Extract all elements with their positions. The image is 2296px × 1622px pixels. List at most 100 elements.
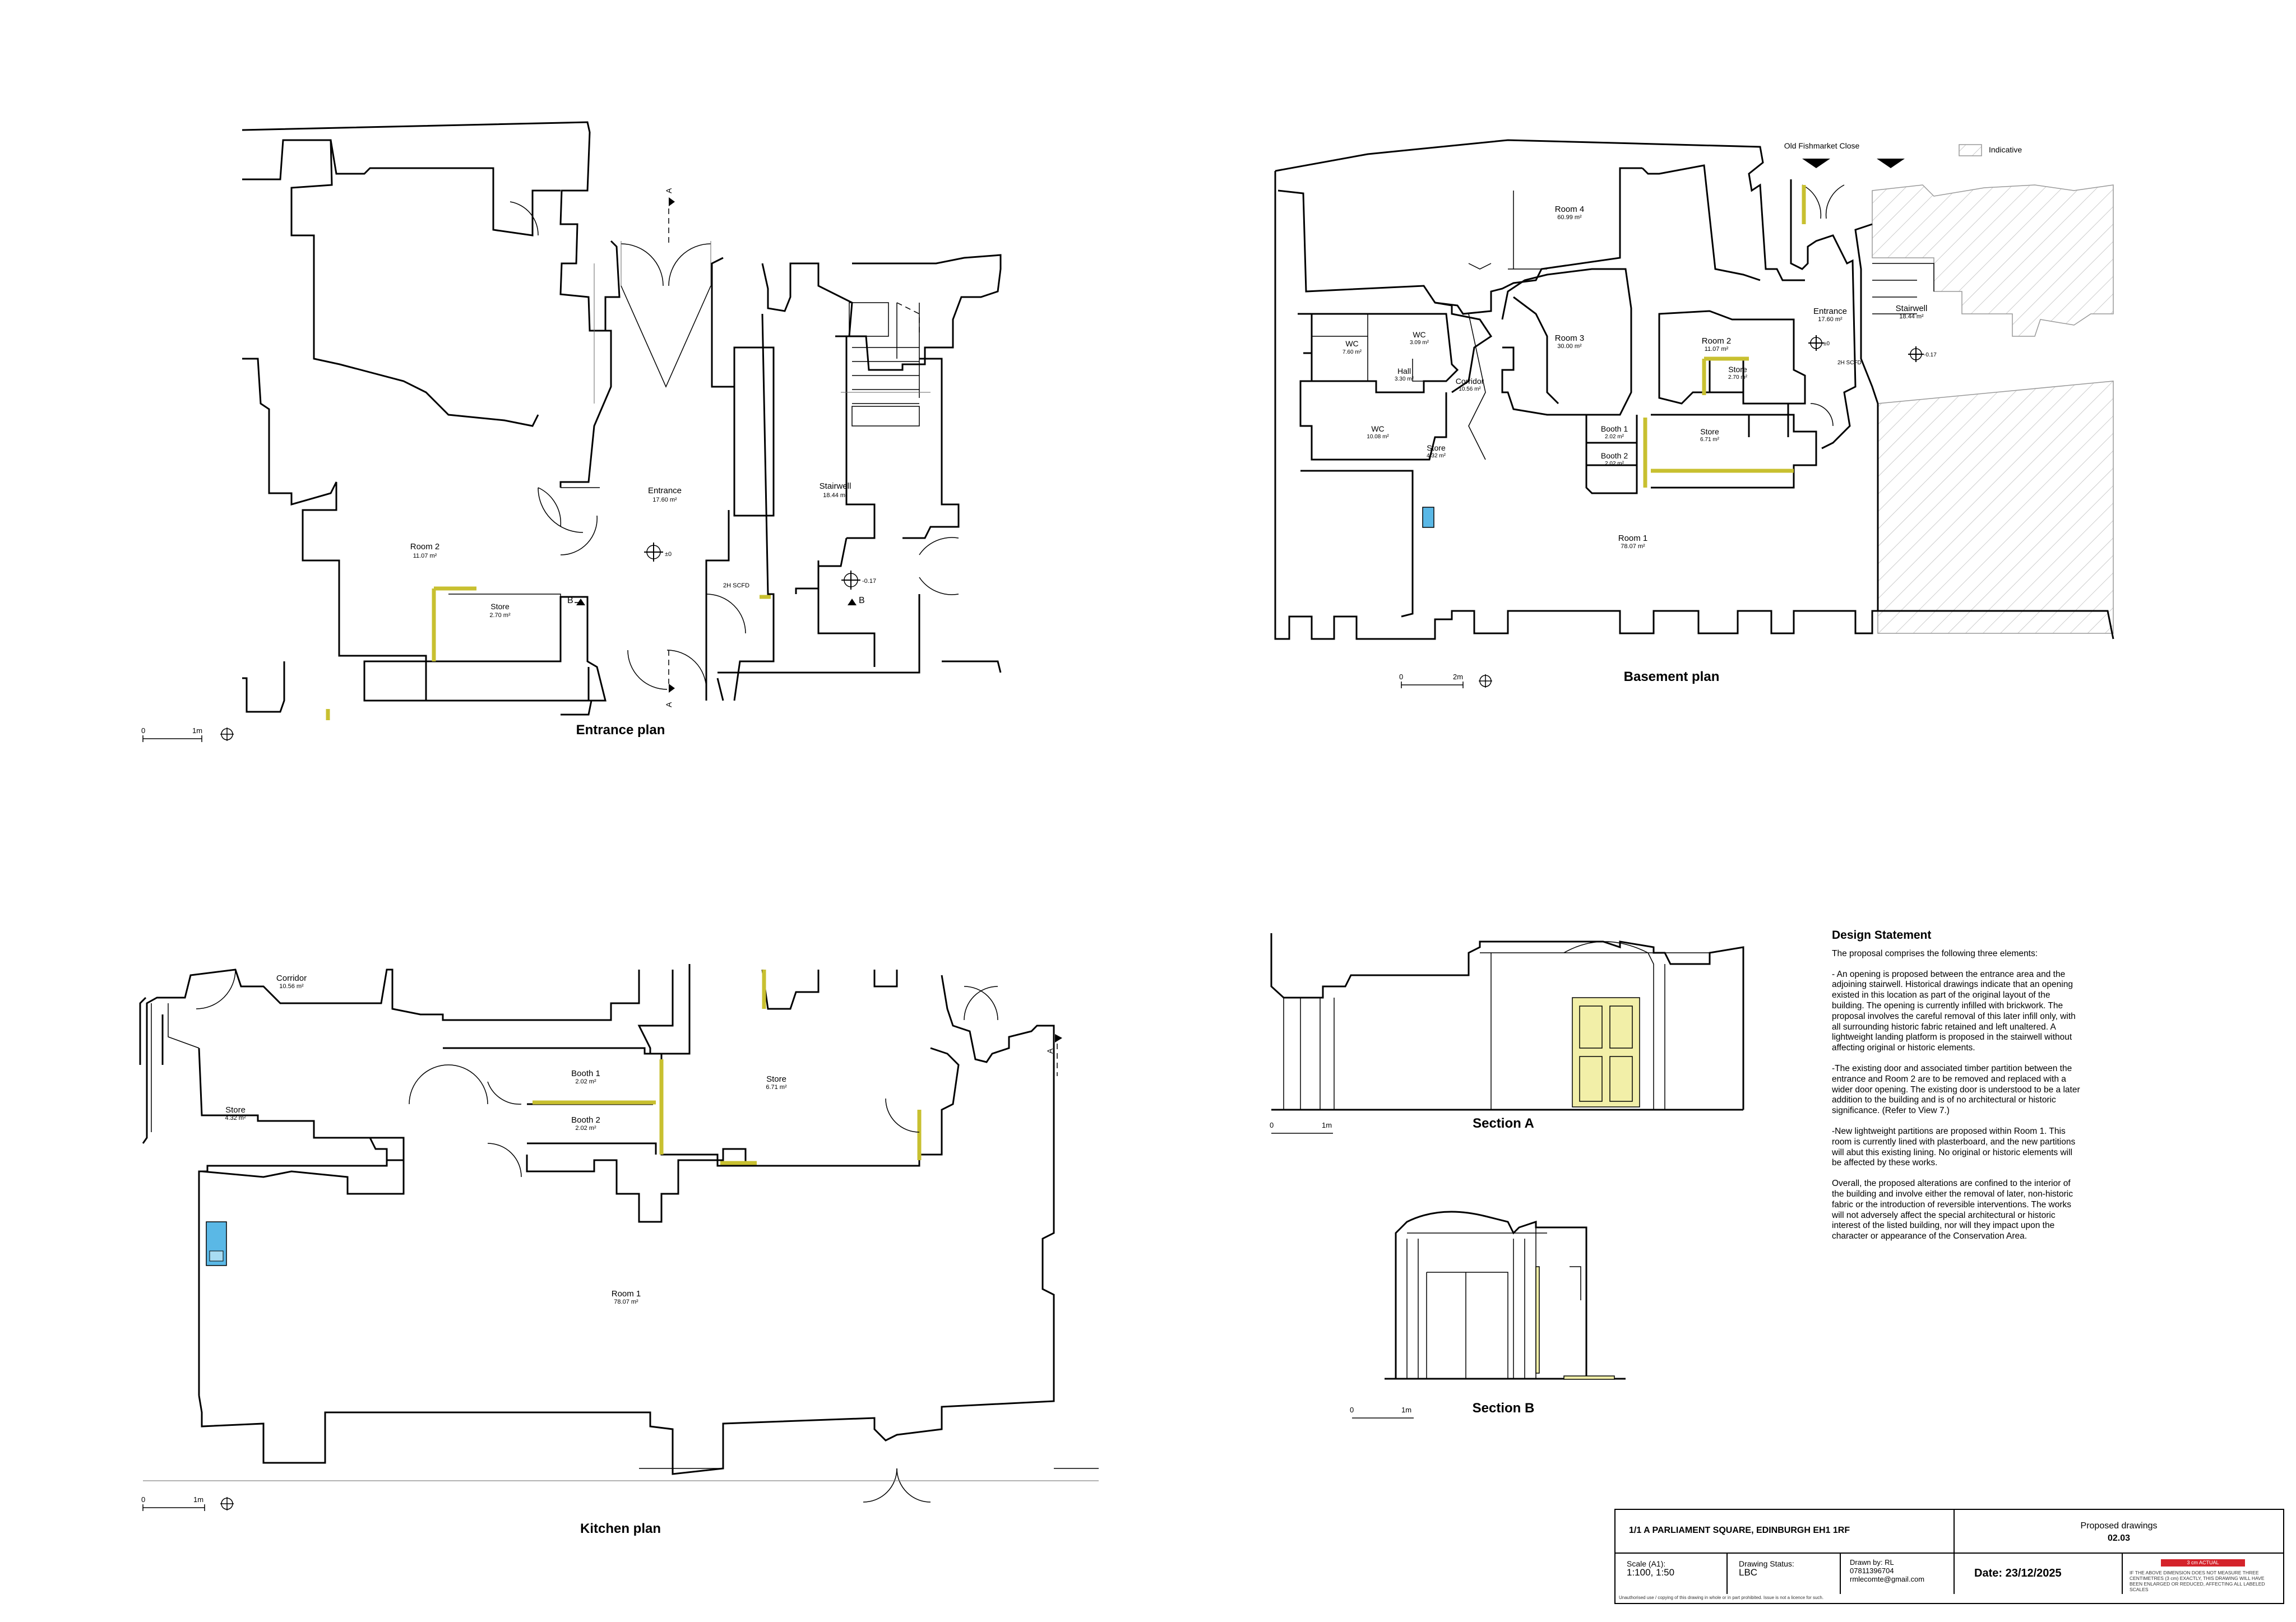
room-label: Store: [225, 1105, 246, 1115]
kitchen-scale-bar: 0 1m: [141, 1495, 234, 1511]
room-area: 78.07 m²: [614, 1299, 638, 1305]
room-label: Booth 2: [571, 1115, 600, 1125]
room-label: Store: [1728, 365, 1747, 374]
scale-cell: Scale (A1): 1:100, 1:50: [1615, 1554, 1728, 1594]
street-name: Old Fishmarket Close: [1784, 141, 1860, 150]
svg-text:1m: 1m: [1322, 1121, 1332, 1129]
svg-text:0: 0: [141, 1495, 145, 1504]
room-label: WC: [1413, 330, 1425, 339]
room-area: 3.30 m²: [1395, 376, 1414, 382]
room-label: Store: [490, 602, 510, 611]
drawing-set: Proposed drawings 02.03: [1955, 1510, 2283, 1554]
section-a-scale-bar: 0 1m: [1270, 1121, 1333, 1134]
basement-plan-title: Basement plan: [1624, 669, 1720, 684]
entrance-scale-bar: 0 1m: [141, 726, 234, 742]
level-marker: -0.17: [1924, 352, 1937, 358]
room-label: Room 1: [612, 1289, 641, 1299]
svg-text:2m: 2m: [1453, 673, 1463, 681]
section-marker: B: [567, 596, 573, 605]
room-area: 11.07 m²: [1705, 346, 1729, 353]
status-cell: Drawing Status: LBC: [1728, 1554, 1841, 1594]
email: rmlecomte@gmail.com: [1850, 1575, 1925, 1583]
status-label: Drawing Status:: [1739, 1559, 1794, 1568]
svg-text:1m: 1m: [192, 726, 202, 735]
design-statement-heading: Design Statement: [1832, 929, 1932, 942]
section-a: 0 1m Section A: [1270, 933, 1744, 1134]
drawing-set-name: Proposed drawings: [2080, 1521, 2158, 1531]
statement-paragraph: - An opening is proposed between the ent…: [1832, 969, 2076, 1053]
room-area: 2.02 m²: [575, 1125, 596, 1132]
svg-text:1m: 1m: [193, 1495, 203, 1504]
room-area: 4.32 m²: [1427, 453, 1446, 459]
room-area: 3.09 m²: [1410, 340, 1429, 346]
room-label: Entrance: [648, 486, 682, 495]
room-area: 4.32 m²: [225, 1115, 246, 1122]
status-value: LBC: [1739, 1567, 1758, 1578]
title-block: 1/1 A PARLIAMENT SQUARE, EDINBURGH EH1 1…: [1614, 1509, 2284, 1604]
basement-plan: Indicative: [1274, 139, 2114, 688]
statement-paragraph: Overall, the proposed alterations are co…: [1832, 1179, 2073, 1241]
svg-text:0: 0: [1350, 1406, 1354, 1414]
svg-text:0: 0: [141, 726, 145, 735]
room-area: 2.02 m²: [1605, 434, 1624, 440]
section-marker: A: [1045, 1048, 1054, 1054]
level-marker: ±0: [665, 551, 672, 558]
room-area: 2.70 m²: [489, 612, 511, 619]
room-label: Corridor: [1456, 377, 1484, 386]
room-label: WC: [1371, 424, 1384, 433]
drawing-date: Date: 23/12/2025: [1955, 1554, 2123, 1594]
room-area: 2.02 m²: [1605, 461, 1624, 467]
basement-scale-bar: 0 2m: [1399, 673, 1492, 688]
room-label: Room 2: [410, 542, 440, 552]
statement-paragraph: -The existing door and associated timber…: [1832, 1063, 2080, 1116]
room-label: Corridor: [276, 974, 307, 983]
room-area: 2.02 m²: [575, 1078, 596, 1085]
section-b-scale-bar: 0 1m: [1350, 1406, 1414, 1419]
new-door-opening: [1572, 997, 1640, 1107]
room-label: Store: [766, 1074, 786, 1084]
room-label: WC: [1345, 339, 1358, 348]
room-label: Room 1: [1618, 534, 1648, 543]
sink-icon: [1422, 507, 1434, 528]
room-area: 17.60 m²: [1818, 316, 1843, 323]
scale-check-text: IF THE ABOVE DIMENSION DOES NOT MEASURE …: [2130, 1570, 2265, 1592]
svg-text:0: 0: [1270, 1121, 1274, 1129]
hatched-adjoining-area: [1877, 381, 2114, 634]
level-marker: -0.17: [862, 578, 876, 585]
section-b: 0 1m Section B: [1350, 1211, 1626, 1419]
scale-value: 1:100, 1:50: [1627, 1567, 1675, 1578]
room-area: 78.07 m²: [1621, 543, 1645, 550]
drawn-by: Drawn by: RL: [1850, 1558, 1894, 1567]
kitchen-plan-title: Kitchen plan: [580, 1521, 661, 1536]
svg-text:1m: 1m: [1401, 1406, 1411, 1414]
scale-label: Scale (A1):: [1627, 1559, 1666, 1568]
room-label: Hall: [1397, 367, 1411, 376]
room-label: Booth 1: [1601, 424, 1628, 433]
room-label: Room 4: [1555, 205, 1585, 214]
statement-paragraph: -New lightweight partitions are proposed…: [1832, 1126, 2076, 1168]
room-label: Room 2: [1702, 336, 1732, 346]
room-label: Stairwell: [1896, 304, 1928, 313]
section-marker: A: [664, 702, 673, 707]
room-area: 60.99 m²: [1557, 214, 1582, 221]
room-label: Store: [1427, 443, 1446, 452]
entrance-plan-title: Entrance plan: [576, 722, 665, 738]
legend-label: Indicative: [1989, 145, 2022, 154]
room-area: 18.44 m²: [823, 492, 848, 499]
room-area: 10.56 m²: [279, 983, 304, 990]
door-rating: 2H SCFD: [723, 582, 749, 589]
project-address: 1/1 A PARLIAMENT SQUARE, EDINBURGH EH1 1…: [1615, 1510, 1955, 1554]
room-label: Store: [1700, 427, 1719, 436]
design-statement: Design Statement The proposal comprises …: [1832, 929, 2084, 1252]
room-area: 2.70 m²: [1728, 374, 1748, 381]
room-area: 6.71 m²: [1700, 437, 1720, 443]
svg-text:0: 0: [1399, 673, 1403, 681]
room-area: 11.07 m²: [413, 553, 437, 559]
room-label: Booth 1: [571, 1069, 600, 1078]
copyright-note: Unauthorised use / copying of this drawi…: [1619, 1595, 1824, 1600]
room-area: 30.00 m²: [1557, 343, 1582, 350]
room-area: 10.56 m²: [1459, 386, 1481, 392]
room-area: 6.71 m²: [766, 1084, 787, 1091]
scale-check-bar: 3 cm ACTUAL: [2161, 1559, 2245, 1567]
